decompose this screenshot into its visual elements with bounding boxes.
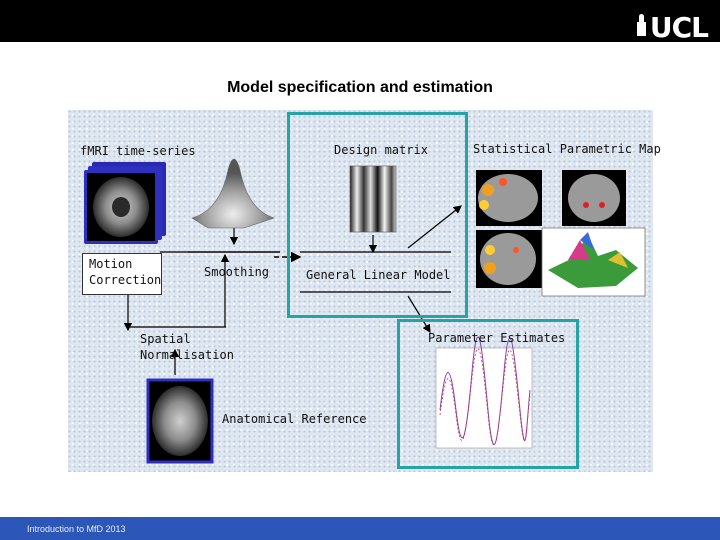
motion-correction-box: Motion Correction xyxy=(82,253,162,295)
smoothing-label: Smoothing xyxy=(204,265,270,279)
arrow-glm-to-parameters xyxy=(407,295,431,334)
design-matrix-label: Design matrix xyxy=(334,143,428,157)
spm-label: Statistical Parametric Map xyxy=(473,142,661,156)
top-bar: UCL xyxy=(0,0,720,42)
spm-pipeline-diagram: fMRI time-series Design matrix Statistic… xyxy=(68,110,661,472)
slide-title: Model specification and estimation xyxy=(227,79,493,96)
parameter-estimates-label: Parameter Estimates xyxy=(428,331,566,345)
parameter-highlight-frame xyxy=(397,319,579,469)
spatial-norm-line-1: Spatial xyxy=(140,332,191,346)
motion-label-line-2: Correction xyxy=(89,273,162,287)
arrow-glm-to-spm xyxy=(407,205,462,249)
portico-icon xyxy=(636,14,646,36)
anatomical-reference-label: Anatomical Reference xyxy=(222,412,367,426)
glm-label: General Linear Model xyxy=(306,268,451,282)
spatial-norm-line-2: Normalisation xyxy=(140,348,234,362)
diagram-connectors xyxy=(84,158,646,464)
gaussian-kernel-icon xyxy=(191,158,275,229)
footer-bar: Introduction to MfD 2013 xyxy=(0,517,720,540)
fmri-time-series-label: fMRI time-series xyxy=(80,144,196,158)
plot-series-red xyxy=(439,348,531,445)
motion-label-line-1: Motion xyxy=(89,257,133,271)
footer-text: Introduction to MfD 2013 xyxy=(27,524,126,534)
parameter-plot xyxy=(435,347,533,449)
plot-series-purple xyxy=(439,336,531,445)
glm-highlight-frame xyxy=(287,112,468,318)
design-matrix-image xyxy=(350,166,396,232)
ucl-logo: UCL xyxy=(636,14,709,42)
